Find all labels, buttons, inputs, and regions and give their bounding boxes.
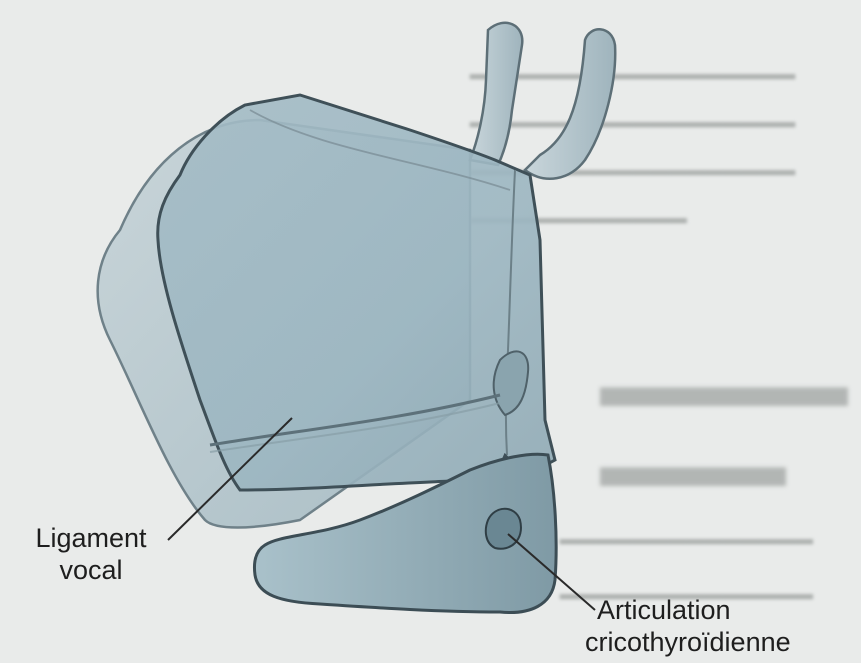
label-ligament-vocal-line1: Ligament (16, 522, 166, 554)
label-articulation-cricothyroidienne: Articulation cricothyroïdienne (585, 594, 845, 658)
label-articulation-line2: cricothyroïdienne (585, 626, 845, 658)
label-articulation-line1: Articulation (585, 594, 845, 626)
thyroid-superior-horn-right (525, 29, 615, 178)
label-ligament-vocal: Ligament vocal (16, 522, 166, 586)
thyroid-superior-horn-left (470, 23, 522, 165)
cricothyroid-joint (486, 509, 521, 549)
label-ligament-vocal-line2: vocal (16, 554, 166, 586)
